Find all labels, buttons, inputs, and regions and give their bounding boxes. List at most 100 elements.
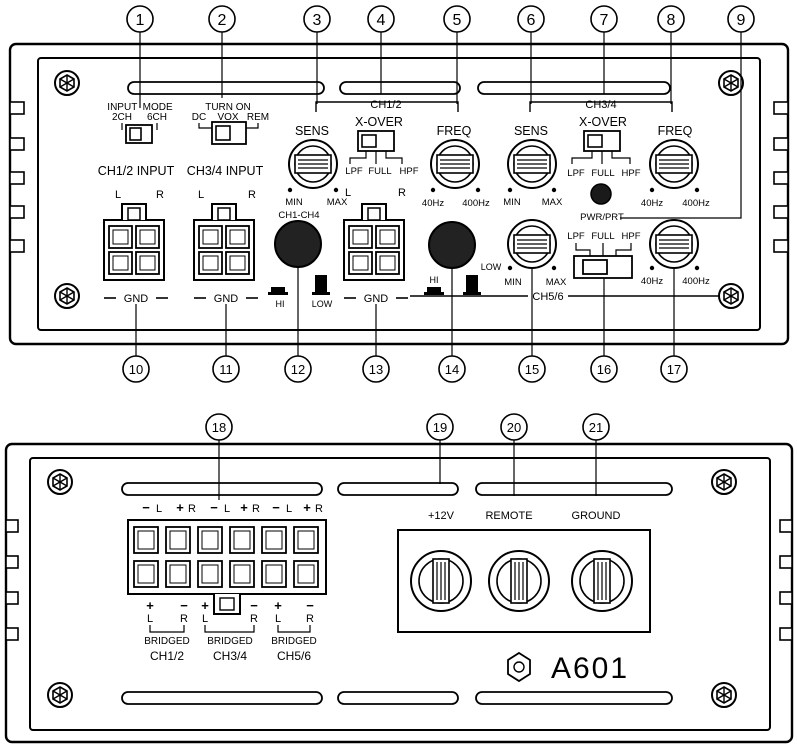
ch34-sens-max: MAX [542, 197, 563, 208]
ch12-hpf-label: HPF [400, 166, 419, 177]
remote-terminal[interactable] [488, 550, 550, 612]
ch12-group-title: CH1/2 [370, 99, 401, 111]
svg-text:5: 5 [453, 12, 462, 29]
vent-slot [477, 81, 671, 95]
ch56-l-minus: − [272, 500, 280, 515]
ch34-xover-label: X-OVER [579, 115, 627, 129]
ch12-input-label: CH1/2 INPUT [98, 164, 175, 178]
svg-text:L: L [202, 613, 208, 625]
ch34-input-right: R [248, 189, 256, 201]
vent-slot [121, 482, 323, 496]
svg-text:11: 11 [219, 362, 233, 377]
pwr-prt-label: PWR/PRT [580, 212, 624, 223]
turn-on-vox-label: VOX [217, 112, 238, 123]
ch1-ch4-bass-knob[interactable] [274, 220, 322, 268]
ch12-xover-switch-slider [361, 134, 377, 148]
callout-16: 16 [590, 355, 618, 383]
ch34-freq-400hz: 400Hz [682, 198, 710, 209]
svg-text:9: 9 [737, 12, 746, 29]
ch12-r-label: R [188, 503, 196, 515]
cooling-fins-right-bottom [779, 519, 793, 641]
vent-slot [475, 482, 673, 496]
turn-on-dc-label: DC [192, 112, 206, 123]
ground-terminal[interactable] [571, 550, 633, 612]
screw-icon [47, 469, 73, 495]
ch1-ch4-label: CH1-CH4 [278, 210, 319, 221]
ch56-l-label: L [286, 503, 292, 515]
ch12-l-minus: − [142, 500, 150, 515]
svg-text:19: 19 [433, 420, 447, 435]
callout-9: 9 [727, 5, 755, 33]
ch12-freq-400hz: 400Hz [462, 198, 490, 209]
ch12-bridged-channel: CH1/2 [150, 649, 184, 663]
top-amplifier-panel: INPUT MODE 2CH 6CH TURN ON DC VOX REM CH… [8, 32, 790, 356]
speaker-output-connector[interactable] [127, 519, 327, 615]
ch34-freq-40hz: 40Hz [641, 198, 663, 209]
top-leader-lines [135, 32, 742, 356]
callout-10: 10 [122, 355, 150, 383]
ch56-freq-knob[interactable] [649, 219, 699, 269]
callout-2: 2 [208, 5, 236, 33]
vent-slot [337, 691, 459, 705]
ch34-bridged-channel: CH3/4 [213, 649, 247, 663]
svg-text:21: 21 [589, 420, 603, 435]
callout-18: 18 [205, 413, 233, 441]
ground-label: GROUND [572, 510, 621, 522]
callout-7: 7 [590, 5, 618, 33]
ch56-hi-label: HI [430, 275, 439, 285]
svg-text:R: R [180, 613, 188, 625]
plus12v-terminal[interactable] [410, 550, 472, 612]
ch12-sens-label: SENS [295, 124, 329, 138]
svg-text:+: + [201, 598, 209, 613]
ch34-r-plus: + [240, 500, 248, 515]
svg-text:16: 16 [597, 362, 611, 377]
ch56-xover-switch-slider [582, 259, 608, 275]
callout-4: 4 [367, 5, 395, 33]
ch34-freq-knob[interactable] [649, 139, 699, 189]
ch12-bridged-label: BRIDGED [144, 636, 190, 647]
svg-text:−: − [180, 598, 188, 613]
ch34-xover-switch-slider [587, 134, 603, 148]
ch1-ch4-hi-button[interactable] [271, 287, 285, 292]
ch56-bass-knob[interactable] [428, 221, 476, 269]
ch56-hi-button[interactable] [427, 287, 441, 292]
ch12-sens-knob[interactable] [288, 139, 338, 189]
ch56-sens-knob[interactable] [507, 219, 557, 269]
ch56-freq-400hz: 400Hz [682, 276, 710, 287]
ch1-ch4-low-button[interactable] [315, 275, 327, 292]
svg-text:3: 3 [313, 12, 322, 29]
svg-text:10: 10 [129, 362, 143, 377]
ch12-freq-knob[interactable] [430, 139, 480, 189]
callout-11: 11 [212, 355, 240, 383]
ch34-sens-min: MIN [503, 197, 521, 208]
svg-text:20: 20 [507, 420, 521, 435]
ch12-freq-label: FREQ [437, 124, 472, 138]
ch34-full-label: FULL [591, 168, 614, 179]
vent-slot [121, 691, 323, 705]
ch34-sens-knob[interactable] [507, 139, 557, 189]
ch12-lpf-label: LPF [345, 166, 363, 177]
svg-text:4: 4 [377, 12, 386, 29]
svg-text:+: + [274, 598, 282, 613]
hex-logo-icon [507, 651, 531, 683]
ch12-sens-min: MIN [285, 197, 303, 208]
svg-text:1: 1 [136, 12, 145, 29]
screw-icon [711, 469, 737, 495]
vent-slot [339, 81, 461, 95]
screw-icon [718, 283, 744, 309]
input-mode-6ch-label: 6CH [147, 112, 167, 123]
ch34-input-left: L [198, 189, 204, 201]
ch56-bridged-label: BRIDGED [271, 636, 317, 647]
ch56-bridged-channel: CH5/6 [277, 649, 311, 663]
ch12-l-label: L [156, 503, 162, 515]
ch56-low-button[interactable] [466, 275, 478, 292]
svg-text:18: 18 [212, 420, 226, 435]
pwr-prt-led [590, 183, 612, 205]
ch34-group-title: CH3/4 [585, 99, 616, 111]
input-mode-2ch-label: 2CH [112, 112, 132, 123]
screw-icon [718, 70, 744, 96]
ch34-input-label: CH3/4 INPUT [187, 164, 264, 178]
ch56-group-title: CH5/6 [532, 291, 563, 303]
input-mode-switch-slider [129, 127, 142, 141]
